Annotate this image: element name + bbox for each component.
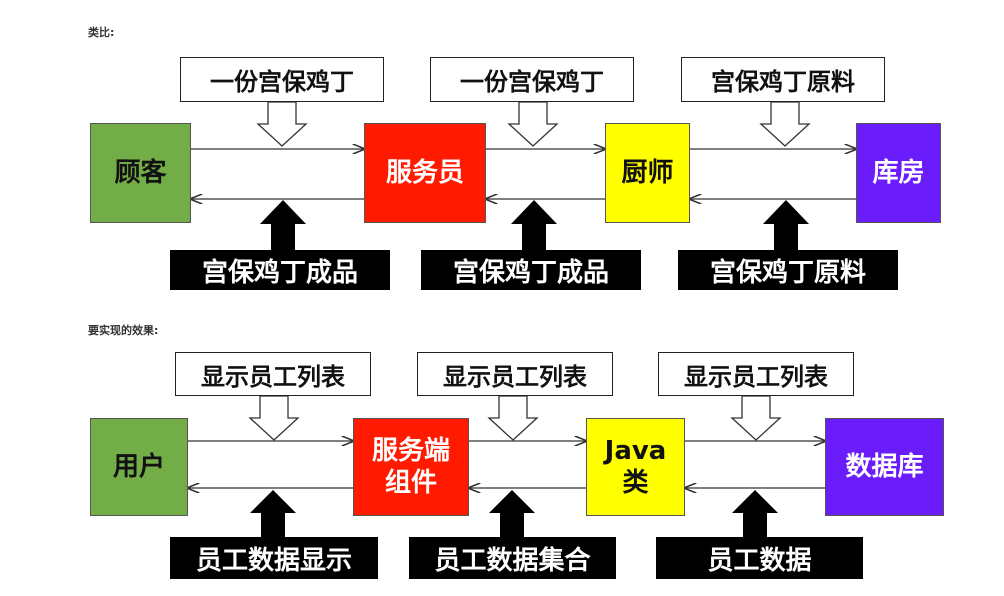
s2-request-label-3: 显示员工列表 bbox=[658, 352, 854, 396]
s1-response-label-1: 宫保鸡丁成品 bbox=[170, 250, 390, 290]
s1-request-arrow-3 bbox=[759, 101, 811, 147]
s2-response-label-3: 员工数据 bbox=[656, 537, 863, 579]
s1-response-arrow-2 bbox=[511, 200, 557, 250]
s1-request-arrow-2 bbox=[507, 101, 559, 147]
s2-request-arrow-2 bbox=[487, 395, 539, 441]
s1-node-customer: 顾客 bbox=[90, 123, 191, 223]
s2-request-arrow-3 bbox=[730, 395, 782, 441]
s1-node-waiter: 服务员 bbox=[364, 123, 486, 223]
section-2-label: 要实现的效果: bbox=[88, 324, 159, 337]
s2-response-arrow-1 bbox=[250, 490, 296, 537]
s1-response-arrow-1 bbox=[260, 200, 306, 250]
s1-request-label-3: 宫保鸡丁原料 bbox=[681, 57, 885, 102]
s2-node-java-class: Java 类 bbox=[586, 418, 685, 516]
s1-request-label-2: 一份宫保鸡丁 bbox=[430, 57, 634, 102]
s1-response-label-2: 宫保鸡丁成品 bbox=[421, 250, 641, 290]
s1-response-arrow-3 bbox=[763, 200, 809, 250]
s2-response-label-1: 员工数据显示 bbox=[170, 537, 378, 579]
s2-request-label-2: 显示员工列表 bbox=[417, 352, 613, 396]
s2-response-arrow-3 bbox=[732, 490, 778, 537]
s2-node-database: 数据库 bbox=[825, 418, 944, 516]
s2-response-arrow-2 bbox=[489, 490, 535, 537]
s1-node-chef: 厨师 bbox=[605, 123, 690, 223]
s1-request-arrow-1 bbox=[256, 101, 308, 147]
s2-response-label-2: 员工数据集合 bbox=[409, 537, 616, 579]
s2-request-arrow-1 bbox=[248, 395, 300, 441]
s1-node-storage: 库房 bbox=[856, 123, 941, 223]
s2-node-user: 用户 bbox=[90, 418, 188, 516]
s2-request-label-1: 显示员工列表 bbox=[175, 352, 371, 396]
s2-node-server-component: 服务端 组件 bbox=[353, 418, 469, 516]
s1-request-label-1: 一份宫保鸡丁 bbox=[180, 57, 384, 102]
section-1-label: 类比: bbox=[88, 26, 115, 39]
s1-response-label-3: 宫保鸡丁原料 bbox=[678, 250, 898, 290]
